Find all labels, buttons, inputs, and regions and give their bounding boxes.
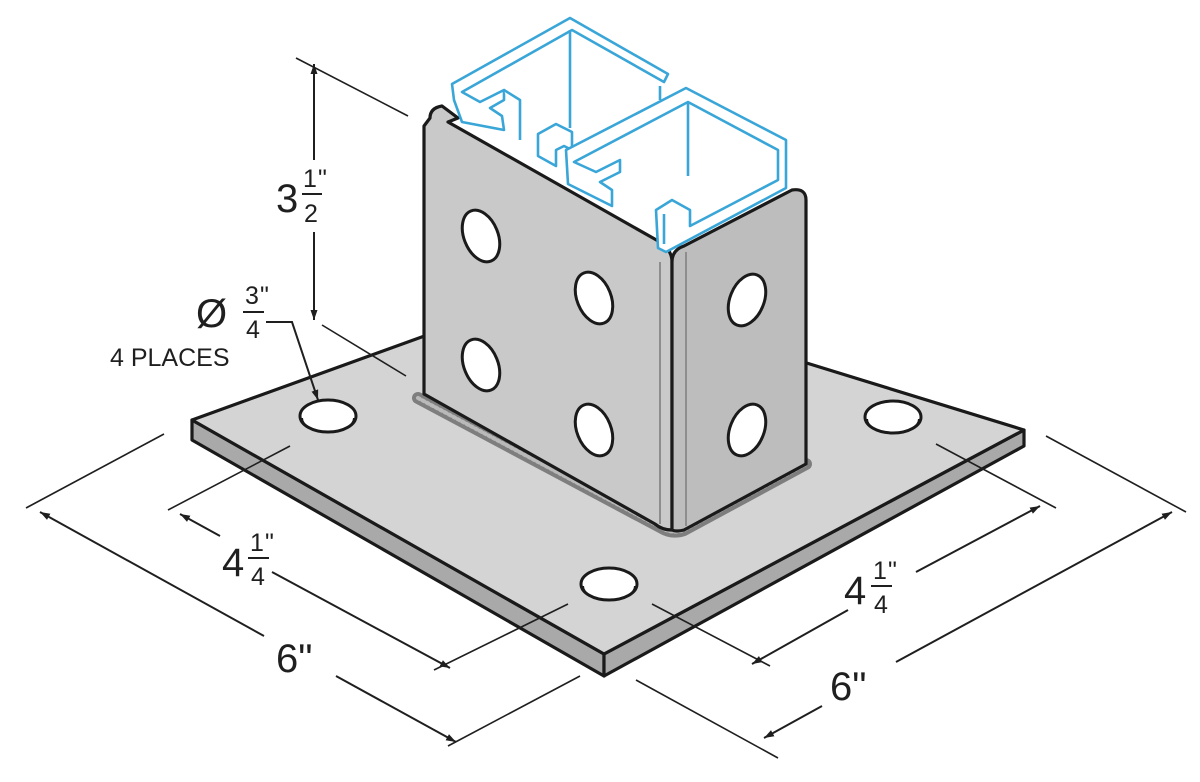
height-numerator: 1: [303, 165, 317, 193]
left-spacing-denominator: 4: [251, 563, 265, 591]
right-spacing-unit: ": [888, 557, 897, 585]
mounting-hole-front: [579, 566, 639, 602]
diameter-leader: [266, 321, 319, 401]
right-spacing-line-a: [751, 609, 849, 665]
strut-channel-middle: [536, 122, 574, 168]
right-spacing-line-b: [915, 505, 1041, 573]
left-plate-size-dimension: 6": [25, 433, 581, 747]
post-hole-front-1: [460, 208, 502, 264]
left-spacing-whole: 4: [222, 541, 244, 585]
diameter-numerator: 3: [245, 282, 259, 310]
left-size-line-b: [335, 675, 457, 743]
diameter-denominator: 4: [246, 316, 260, 344]
left-hole-spacing-dimension: 4 1 " 4: [167, 445, 569, 671]
strut-channels: [450, 16, 788, 254]
mounting-hole-right: [863, 399, 923, 435]
right-size-label: 6": [830, 665, 866, 709]
right-spacing-whole: 4: [844, 569, 866, 613]
diameter-unit: ": [260, 282, 269, 310]
left-spacing-numerator: 1: [250, 529, 264, 557]
post-hole-front-3: [460, 337, 502, 393]
post-hole-side-1: [726, 272, 768, 328]
hole-diameter-callout: Ø 3 " 4 4 PLACES: [110, 282, 319, 401]
height-denominator: 2: [304, 200, 318, 228]
post-side-holes: [726, 272, 768, 458]
left-size-label: 6": [276, 637, 312, 681]
left-size-line-a: [39, 511, 265, 637]
right-size-line-b: [895, 511, 1173, 663]
height-dimension: 3 1 " 2: [276, 57, 409, 377]
mounting-hole-left: [298, 398, 358, 434]
diameter-symbol: Ø: [196, 292, 227, 336]
right-size-line-a: [763, 705, 823, 739]
height-extension-bottom: [321, 324, 407, 377]
height-extension-top: [295, 57, 409, 117]
left-spacing-unit: ": [265, 529, 274, 557]
left-spacing-line-b: [271, 571, 451, 669]
post-hole-side-2: [726, 402, 768, 458]
base-plate-holes: [298, 398, 923, 602]
diameter-places-note: 4 PLACES: [110, 344, 230, 372]
right-plate-size-dimension: 6": [635, 435, 1187, 759]
upright-post: [422, 104, 808, 533]
right-hole-spacing-dimension: 4 1 " 4: [651, 443, 1057, 667]
left-spacing-line-a: [179, 513, 221, 537]
right-spacing-numerator: 1: [873, 557, 887, 585]
strut-channel-front: [564, 86, 788, 254]
height-whole: 3: [276, 177, 298, 221]
post-side-face: [670, 188, 808, 533]
post-hole-front-2: [573, 270, 615, 326]
post-front-holes: [460, 208, 615, 458]
right-spacing-denominator: 4: [874, 591, 888, 619]
post-hole-front-4: [573, 402, 615, 458]
height-unit: ": [318, 165, 327, 193]
